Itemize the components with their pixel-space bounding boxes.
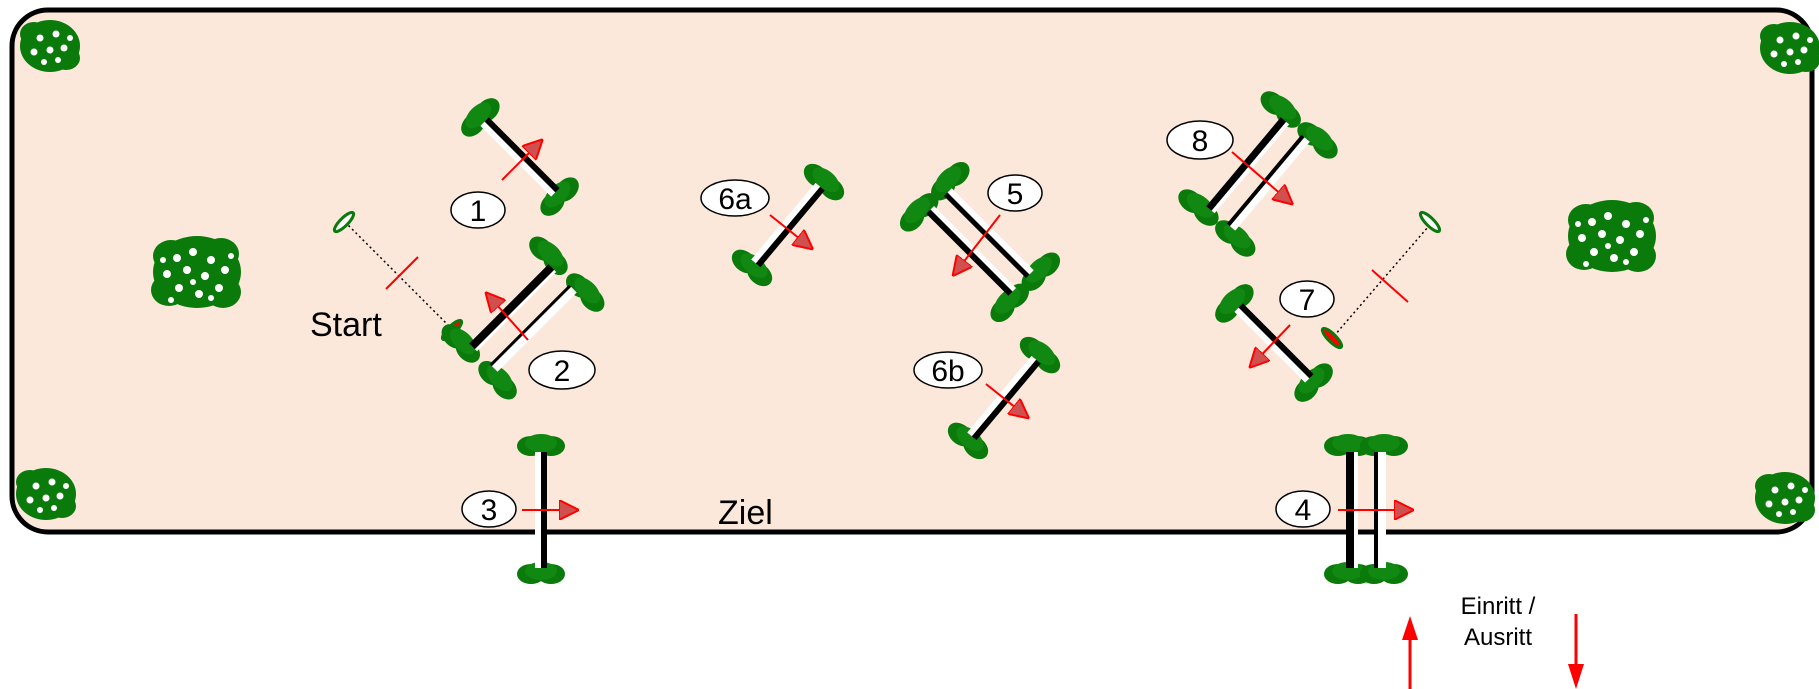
obstacle-number-6a: 6a: [700, 179, 770, 217]
obstacle-number-4: 4: [1275, 490, 1331, 528]
direction-arrow-icon: [501, 142, 540, 181]
obstacle-number-6b: 6b: [913, 351, 983, 389]
start-flag-icon: [1320, 326, 1344, 350]
obstacle-number-3: 3: [461, 490, 517, 528]
start-flag-icon: [332, 210, 356, 234]
flower-bush-icon: [20, 20, 80, 72]
obstacle-number-1: 1: [450, 191, 506, 229]
svg-text:6a: 6a: [718, 183, 752, 216]
svg-text:7: 7: [1299, 284, 1316, 317]
direction-arrow-icon: [955, 214, 1001, 273]
svg-text:1: 1: [470, 195, 487, 228]
obstacle-number-5: 5: [987, 174, 1043, 212]
start-flag-icon: [1418, 210, 1442, 234]
svg-text:5: 5: [1007, 178, 1024, 211]
direction-arrow-icon: [769, 214, 810, 247]
jump-fence-icon: [436, 230, 611, 405]
entry-label-line1: Einritt /: [1461, 593, 1536, 620]
svg-text:3: 3: [481, 494, 498, 527]
svg-text:2: 2: [554, 355, 571, 388]
flower-bush-icon: [151, 236, 241, 308]
start-label: Start: [310, 306, 382, 344]
finish-line: [1320, 210, 1442, 350]
flower-bush-icon: [1760, 22, 1819, 74]
direction-arrow-icon: [1252, 324, 1291, 365]
entry-label-line2: Ausritt: [1464, 624, 1532, 651]
direction-arrow-icon: [488, 295, 529, 341]
svg-text:4: 4: [1295, 494, 1312, 527]
obstacle-number-8: 8: [1166, 120, 1234, 160]
direction-arrow-icon: [985, 383, 1026, 416]
direction-arrow-icon: [1231, 151, 1290, 202]
obstacle-number-2: 2: [528, 350, 596, 390]
exit-arrow-icon: [1568, 614, 1584, 689]
svg-text:8: 8: [1192, 125, 1209, 158]
flower-bush-icon: [1755, 472, 1815, 524]
flower-bush-icon: [16, 468, 76, 520]
finish-label: Ziel: [718, 494, 773, 532]
arena: [9, 7, 1815, 535]
flower-bush-icon: [1566, 200, 1656, 272]
obstacle-number-7: 7: [1279, 280, 1335, 318]
svg-text:6b: 6b: [931, 355, 964, 388]
entry-arrow-icon: [1402, 616, 1418, 689]
